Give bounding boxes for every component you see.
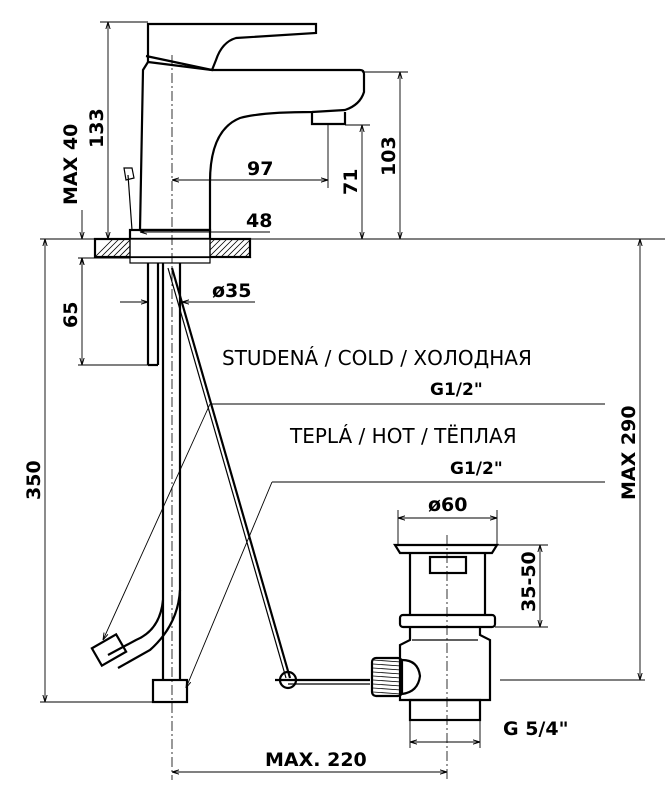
dim-133: 133: [86, 108, 108, 148]
dim-65: 65: [60, 302, 82, 328]
dim-350: 350: [23, 460, 45, 500]
dim-35-50: 35-50: [518, 551, 540, 612]
drain-assembly: [370, 543, 499, 722]
dim-max40: MAX 40: [60, 124, 82, 205]
dim-71: 71: [340, 169, 362, 195]
hot-label: TEPLÁ / HOT / ТЁПЛАЯ: [289, 424, 517, 448]
dim-g54: G 5/4": [503, 718, 569, 740]
dim-103: 103: [378, 136, 400, 176]
countertop: [93, 237, 252, 264]
dim-max220: MAX. 220: [265, 749, 367, 771]
dim-dia35: ø35: [212, 280, 252, 302]
cold-label: STUDENÁ / COLD / ХОЛОДНАЯ: [222, 346, 532, 370]
dim-48: 48: [246, 210, 272, 232]
dim-max290: MAX 290: [618, 405, 640, 500]
dim-dia60: ø60: [428, 494, 468, 516]
dimension-lines: [40, 21, 665, 772]
dim-97: 97: [247, 158, 273, 180]
connection-pipes: [90, 263, 370, 704]
hot-thread-label: G1/2": [450, 459, 503, 479]
cold-thread-label: G1/2": [430, 380, 483, 400]
